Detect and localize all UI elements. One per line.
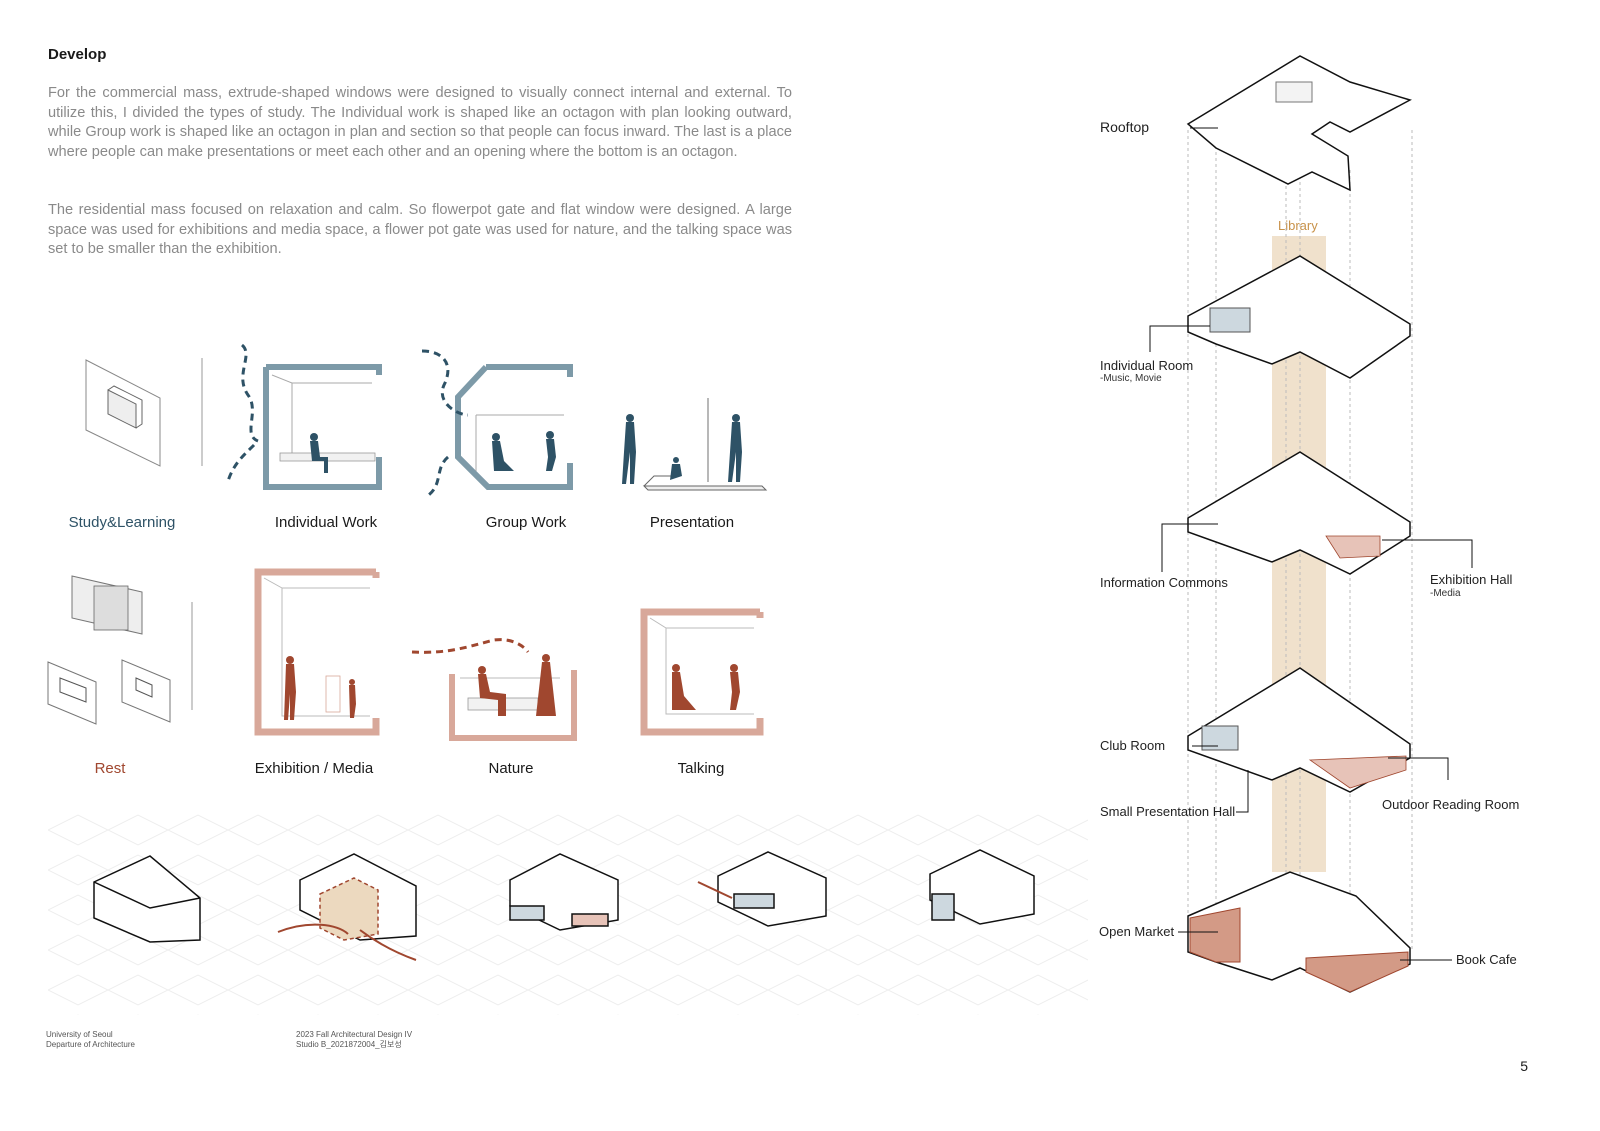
page-number: 5 bbox=[1520, 1058, 1528, 1074]
open-market-label: Open Market bbox=[1099, 924, 1175, 939]
mass-step-1 bbox=[93, 855, 201, 943]
footer-university-line2: Departure of Architecture bbox=[46, 1040, 135, 1049]
study-divider bbox=[201, 358, 203, 466]
paragraph-commercial: For the commercial mass, extrude-shaped … bbox=[48, 85, 792, 160]
small-presentation-hall-label: Small Presentation Hall bbox=[1100, 804, 1236, 819]
presentation-label: Presentation bbox=[649, 514, 735, 531]
rest-category-label: Rest bbox=[94, 760, 126, 777]
floor-club-room bbox=[1187, 667, 1411, 793]
outdoor-reading-room-label: Outdoor Reading Room bbox=[1382, 797, 1520, 812]
presentation-illustration bbox=[622, 398, 768, 491]
individual-work-illustration bbox=[226, 343, 382, 490]
axon-leader-lines bbox=[1149, 127, 1473, 961]
mass-step-4 bbox=[697, 851, 827, 927]
footer-course: 2023 Fall Architectural Design IV Studio… bbox=[296, 1030, 412, 1050]
floor-rooftop bbox=[1186, 55, 1412, 192]
exhibition-hall-sub: -Media bbox=[1430, 588, 1461, 599]
library-label: Library bbox=[1278, 218, 1318, 233]
mass-step-5 bbox=[929, 849, 1035, 925]
rest-divider bbox=[191, 602, 193, 710]
talking-label: Talking bbox=[677, 760, 725, 777]
nature-illustration bbox=[411, 638, 577, 741]
footer-course-line1: 2023 Fall Architectural Design IV bbox=[296, 1030, 413, 1039]
footer-university: University of Seoul Departure of Archite… bbox=[46, 1030, 135, 1050]
talking-illustration bbox=[640, 608, 764, 736]
floor-information-commons bbox=[1187, 451, 1411, 575]
floor-ground bbox=[1187, 871, 1411, 993]
group-work-illustration bbox=[421, 349, 573, 499]
section-title: Develop bbox=[48, 46, 107, 63]
information-commons-label: Information Commons bbox=[1100, 575, 1228, 590]
exhibition-hall-label: Exhibition Hall bbox=[1430, 572, 1513, 587]
paragraph-residential: The residential mass focused on relaxati… bbox=[48, 202, 792, 257]
rest-window-sketches bbox=[47, 575, 171, 725]
group-work-label: Group Work bbox=[485, 514, 567, 531]
exhibition-media-illustration bbox=[254, 568, 380, 736]
club-room-label: Club Room bbox=[1100, 738, 1166, 753]
exhibition-media-label: Exhibition / Media bbox=[254, 760, 374, 777]
footer-university-line1: University of Seoul bbox=[46, 1030, 113, 1039]
individual-work-label: Individual Work bbox=[274, 514, 378, 531]
individual-room-label: Individual Room bbox=[1100, 358, 1194, 373]
floor-individual-room bbox=[1187, 255, 1411, 379]
mass-step-2 bbox=[277, 853, 417, 961]
study-category-label: Study&Learning bbox=[68, 514, 176, 531]
book-cafe-label: Book Cafe bbox=[1456, 952, 1517, 967]
footer-course-line2: Studio B_2021872004_김보성 bbox=[296, 1040, 402, 1049]
massing-strip bbox=[48, 810, 1088, 1015]
study-window-sketch bbox=[85, 359, 161, 467]
individual-room-sub: -Music, Movie bbox=[1100, 373, 1162, 384]
rooftop-label: Rooftop bbox=[1100, 119, 1150, 135]
nature-label: Nature bbox=[488, 760, 534, 777]
mass-step-3 bbox=[509, 853, 619, 931]
